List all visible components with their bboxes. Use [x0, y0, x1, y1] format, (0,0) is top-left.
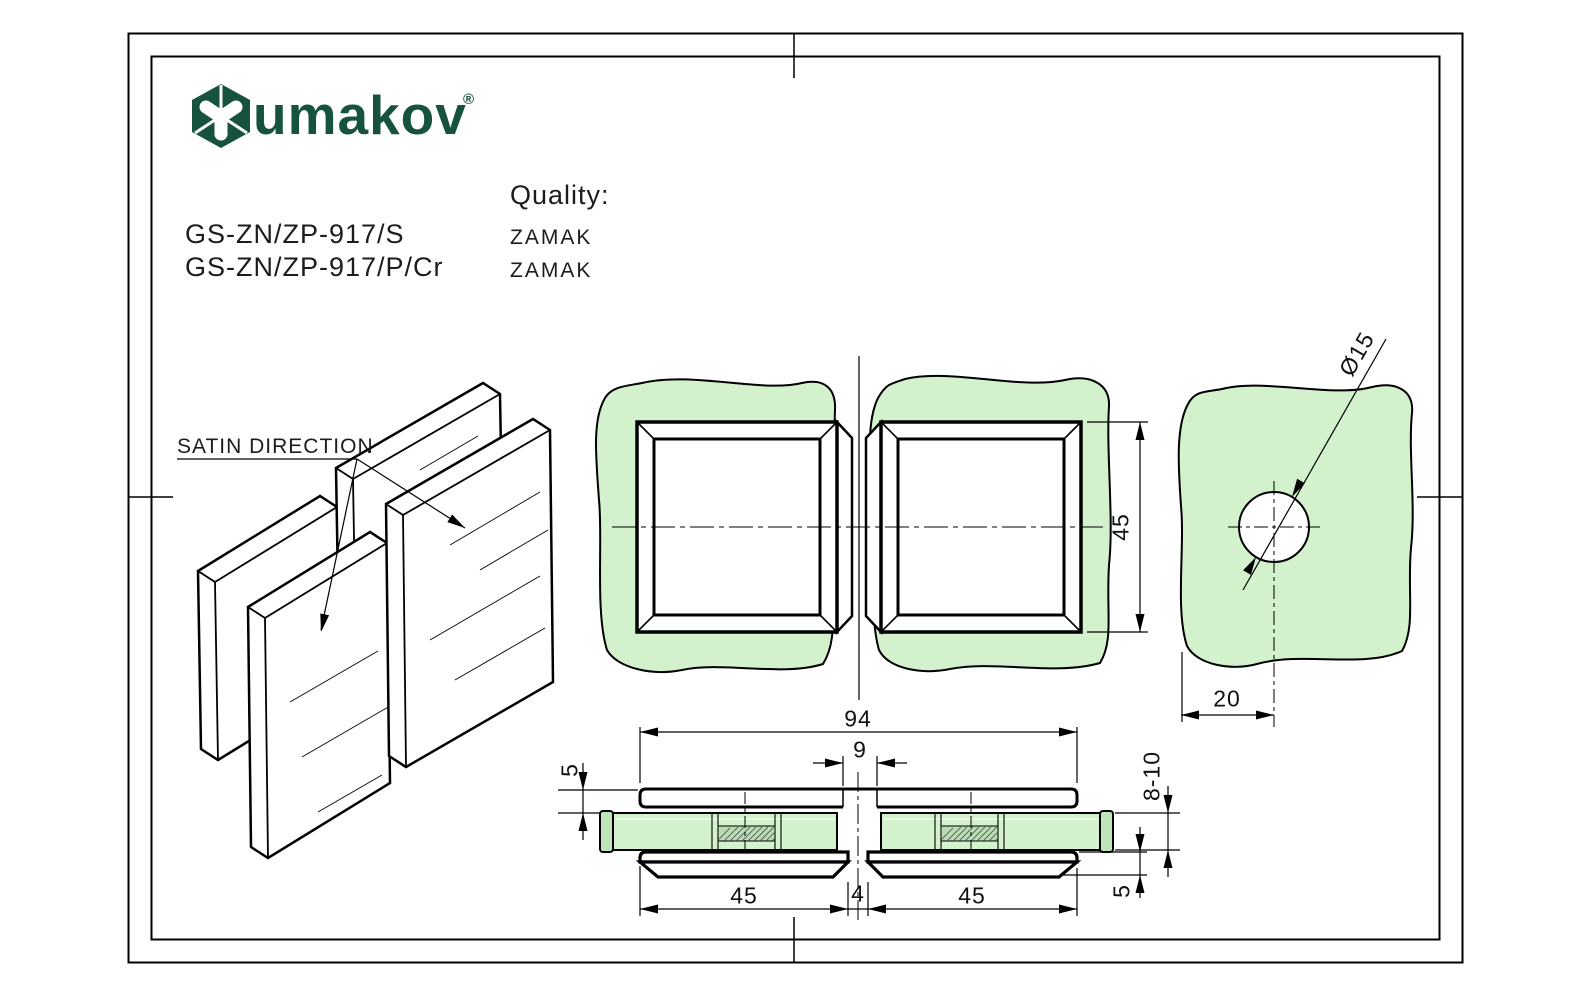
clamp-right-miter-lines [880, 421, 1082, 633]
product-code-2: GS-ZN/ZP-917/P/Cr [185, 252, 444, 282]
dimension-cover-5 [558, 763, 638, 840]
insert-hatch-left [717, 826, 776, 842]
bottom-clamp-right-body [864, 860, 1082, 879]
dimension-arrows [825, 758, 895, 768]
glass-pane-right-section [880, 810, 1114, 853]
dimension-bottom-plate-5 [1061, 827, 1147, 898]
dim-front-height-label: 45 [1107, 513, 1134, 541]
dim-cover-thickness-label: 5 [556, 763, 583, 777]
satin-direction-leader [177, 458, 466, 631]
side-view [1177, 338, 1414, 727]
isometric-view [177, 381, 555, 860]
logo-y-shape [199, 100, 243, 141]
frame-inner-border [150, 55, 1441, 941]
diameter-arrowheads [1243, 478, 1305, 575]
dimension-bottom-45-4-45 [639, 866, 1078, 916]
dimension-arrows [1163, 795, 1173, 868]
threaded-insert-right [940, 825, 999, 842]
quality-label: Quality: [510, 180, 610, 210]
bottom-clamp-left-body [635, 860, 852, 879]
dimension-glass-8-10 [1115, 786, 1180, 877]
glass-edge-cap-left [599, 810, 614, 853]
umakov-logo-icon [192, 84, 250, 148]
brand-wordmark: umakov [253, 84, 467, 146]
product-material-2: ZAMAK [510, 259, 593, 282]
satin-direction-label: SATIN DIRECTION [177, 435, 374, 458]
bottom-clamp-left-collar [638, 850, 850, 864]
threaded-insert-left [717, 825, 776, 842]
product-code-1: GS-ZN/ZP-917/S [185, 219, 405, 249]
cover-plate-outline [638, 787, 1079, 809]
dim-center-gap-label: 4 [851, 880, 865, 907]
section-view [558, 727, 1180, 920]
registered-trademark: ® [463, 91, 475, 108]
dim-hole-offset-label: 20 [1213, 685, 1241, 712]
bottom-clamp-left [635, 850, 852, 879]
insert-hatch-right [940, 826, 999, 842]
product-material-1: ZAMAK [510, 226, 593, 249]
dimension-arrows [578, 772, 588, 831]
dim-overall-width-label: 94 [844, 705, 872, 732]
dim-glass-thickness-label: 8-10 [1138, 750, 1165, 802]
glass-pane-left-section [599, 810, 838, 853]
clamp-left-miter-lines [636, 421, 838, 633]
front-view [594, 356, 1148, 700]
frame-centering-marks [128, 33, 1463, 963]
front-plate-right [384, 417, 555, 769]
dim-bottom-thickness-label: 5 [1108, 884, 1135, 898]
dim-left-plate-label: 45 [730, 882, 758, 909]
cover-plate-hole-edges [842, 789, 878, 807]
dimension-hole-offset [1181, 652, 1274, 722]
diameter-leader-line [1242, 338, 1387, 591]
logo-cut-lines [194, 85, 248, 135]
frame-outer-border [127, 32, 1464, 964]
dimension-overall-94 [639, 727, 1078, 783]
front-plate-left-edges [247, 542, 388, 859]
front-plate-left [246, 530, 392, 860]
dim-right-plate-label: 45 [958, 882, 986, 909]
back-plate-left-edges [197, 506, 338, 761]
dimension-hole-9 [813, 756, 907, 786]
screw-centerlines [744, 792, 972, 856]
bottom-clamp-right [864, 850, 1082, 879]
sheet-frame [127, 32, 1464, 964]
dim-center-hole-label: 9 [853, 736, 867, 763]
satin-lines-front-left [289, 650, 391, 813]
satin-lines-front-right [429, 491, 549, 681]
dimension-arrows [1135, 834, 1145, 893]
glass-edge-cap-right [1099, 810, 1114, 853]
dimension-front-height [1087, 421, 1148, 633]
front-plate-right-edges [385, 429, 551, 768]
